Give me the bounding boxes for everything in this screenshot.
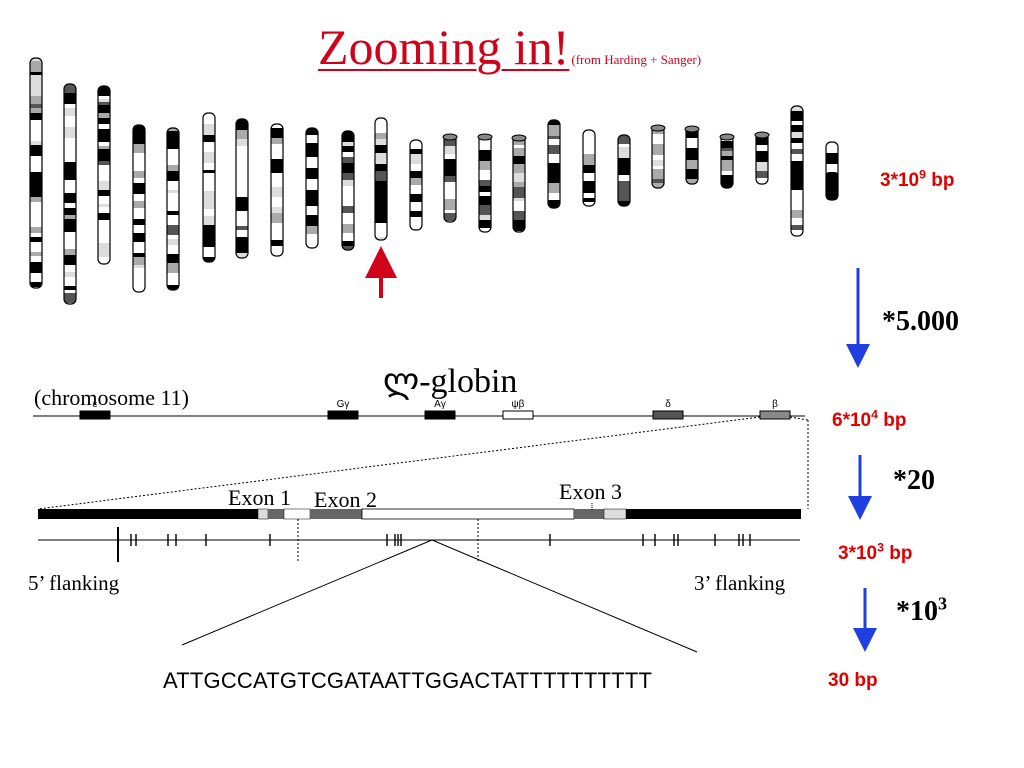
- zoom-line-left: [181, 539, 433, 646]
- gene-g-gamma-label: Gγ: [337, 399, 350, 410]
- dna-sequence: ATTGCCATGTCGATAATTGGACTATTTTTTTTTT: [163, 668, 653, 693]
- chromosome-13: [442, 133, 458, 223]
- gene-psi-beta-label: ψβ: [512, 399, 525, 410]
- three-prime-flanking-label: 3’ flanking: [694, 571, 786, 595]
- chromosome-5: [166, 127, 180, 291]
- gene-structure-bar: [38, 508, 801, 520]
- gene-psi-beta: [502, 410, 534, 420]
- zoom-factor-1: *5.000: [882, 306, 959, 337]
- gene-g-gamma: [327, 410, 359, 420]
- title-source: (from Harding + Sanger): [571, 52, 702, 67]
- chromosome-2: [63, 83, 77, 305]
- chromosome-24: [825, 141, 839, 201]
- chromosome-10: [341, 130, 355, 251]
- chromosome-4: [132, 124, 146, 293]
- chromosome-11: [374, 117, 388, 241]
- chromosome-15: [511, 134, 527, 233]
- chromosome-14: [477, 133, 493, 233]
- zoom-dotted-left: [37, 416, 761, 510]
- gene-epsilon-label: ε: [93, 399, 98, 410]
- zoom-dotted-right: [789, 416, 809, 421]
- gene-a-gamma-label: Aγ: [434, 399, 446, 410]
- chromosome-16: [547, 119, 561, 209]
- chromosome-8: [270, 123, 284, 257]
- restriction-sites: [117, 527, 751, 562]
- zoom-factor-3: *103: [896, 593, 948, 627]
- gene-size-label: 3*103 bp: [838, 540, 913, 564]
- chromosome-7: [235, 118, 249, 259]
- locus-genes: ε Gγ Aγ ψβ δ β: [79, 399, 791, 420]
- chromosome-6: [202, 112, 216, 263]
- chromosome-17: [582, 129, 596, 207]
- sequence-size-label: 30 bp: [828, 670, 878, 691]
- gene-epsilon: [79, 410, 111, 420]
- chromosome-9: [305, 127, 319, 249]
- chromosome-3: [97, 85, 111, 265]
- chromosome-19: [650, 124, 666, 189]
- chromosome-21: [719, 133, 735, 189]
- page-title: Zooming in!(from Harding + Sanger): [318, 18, 701, 76]
- locus-size-label: 6*104 bp: [832, 407, 907, 431]
- zoom-line-right: [431, 539, 698, 653]
- chromosome-12: [409, 139, 423, 231]
- gene-delta-label: δ: [665, 399, 671, 410]
- gene-beta: [759, 410, 791, 420]
- exon-3-label: Exon 3: [559, 479, 622, 504]
- gene-a-gamma: [424, 410, 456, 420]
- title-main: Zooming in!: [318, 19, 570, 75]
- genome-size-label: 3*109 bp: [880, 167, 955, 191]
- zoom-factor-2: *20: [893, 465, 935, 496]
- gene-beta-label: β: [772, 399, 778, 410]
- gene-delta: [652, 410, 684, 420]
- chromosome-18: [617, 134, 631, 207]
- chromosome-22: [754, 131, 770, 185]
- chromosome-23: [790, 105, 804, 237]
- chromosome-20: [684, 125, 700, 185]
- exon-2-label: Exon 2: [314, 487, 377, 512]
- five-prime-flanking-label: 5’ flanking: [28, 571, 120, 595]
- chromosome-label: (chromosome 11): [34, 385, 189, 410]
- globin-cluster-label: ლ-globin: [383, 363, 518, 400]
- karyotype: [29, 57, 839, 305]
- chromosome-1: [29, 57, 43, 289]
- exon-1-label: Exon 1: [228, 485, 291, 510]
